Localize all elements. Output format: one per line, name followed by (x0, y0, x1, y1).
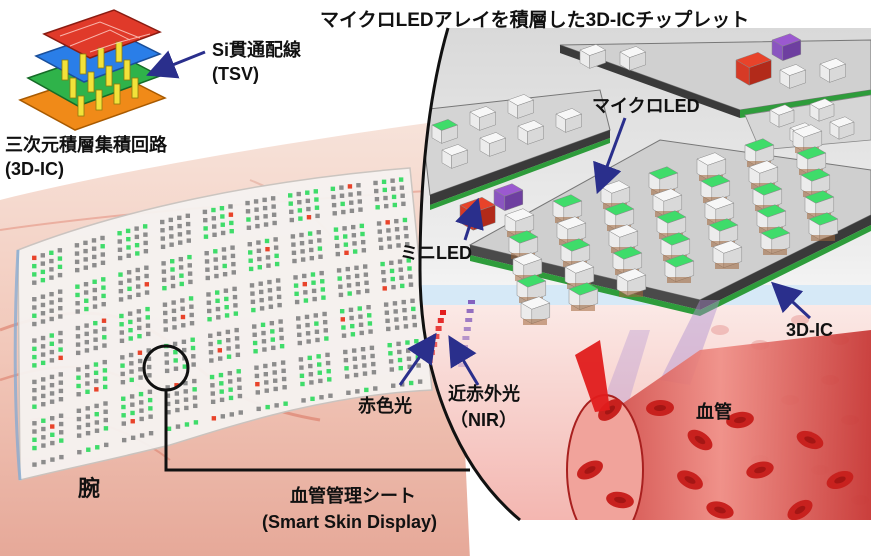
connector-line (164, 390, 470, 472)
nir-label-abbr: （NIR） (450, 410, 517, 430)
ic3d-label: 三次元積層集積回路 (5, 135, 167, 155)
inset-border (418, 27, 521, 522)
ic3d-right-label: 3D-IC (786, 320, 834, 340)
upper-left-chiplet (420, 89, 611, 210)
tsv-label: Si貫通配線 (212, 40, 302, 60)
micro-led-label: マイクロLED (592, 96, 700, 116)
red-light-arrow (398, 332, 437, 386)
ic3d-label-abbr: (3D-IC) (5, 159, 64, 179)
ic3d-arrow (771, 281, 812, 320)
nir-beam-reflect2 (600, 330, 650, 415)
tsv-label-abbr: (TSV) (212, 64, 259, 84)
red-light-label: 赤色光 (358, 396, 412, 416)
stacked-3d-ic-icon (18, 9, 167, 131)
micro-led-arrow (593, 117, 627, 195)
nir-beam-reflect (660, 300, 720, 385)
title-label: マイクロLEDアレイを積層した3D-ICチップレット (320, 10, 750, 31)
sheet-label-sub: (Smart Skin Display) (262, 512, 438, 532)
mini-led-label: ミニLED (400, 243, 472, 263)
inset-view (420, 28, 871, 520)
sheet-label: 血管管理シート (290, 486, 416, 506)
arm-label: 腕 (78, 476, 101, 501)
blood-vessel (566, 330, 871, 520)
nir-arrow (448, 335, 480, 386)
nir-label: 近赤外光 (448, 384, 520, 404)
mini-led-arrow (455, 197, 484, 241)
tsv-arrow (146, 50, 206, 79)
red-beam-vessel (575, 340, 610, 412)
blood-vessel-label: 血管 (696, 402, 732, 422)
